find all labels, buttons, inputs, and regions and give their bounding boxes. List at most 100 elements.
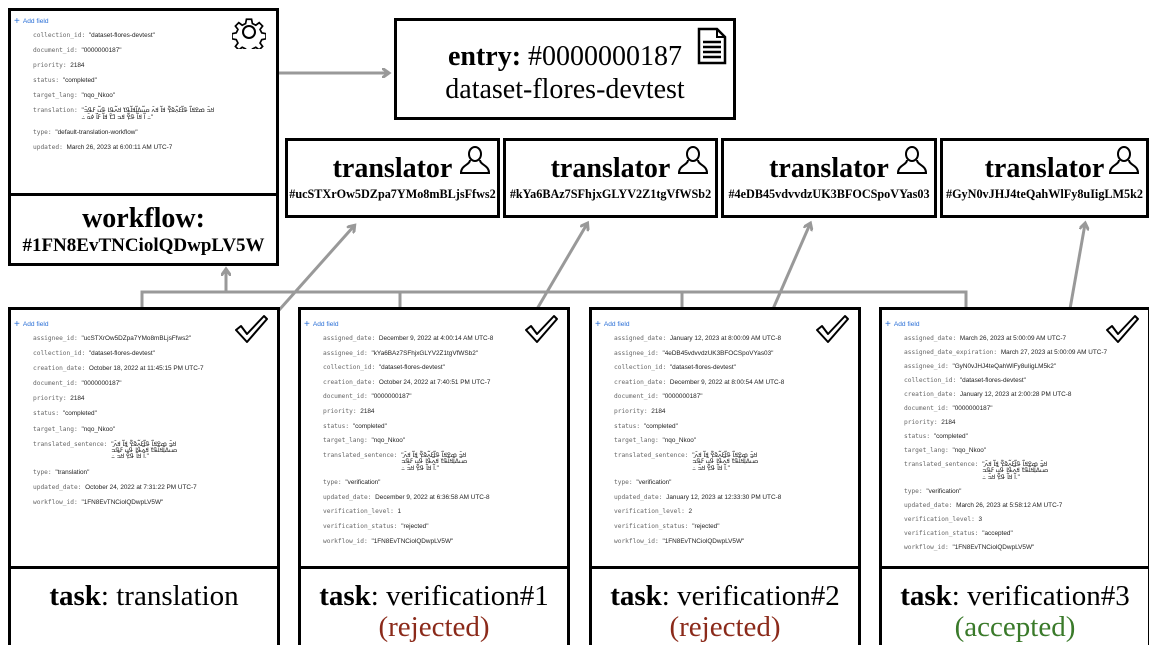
field-key: document_id — [33, 47, 74, 55]
field-row[interactable]: updated_date: December 9, 2022 at 6:36:5… — [323, 493, 490, 501]
field-row[interactable]: workflow_id: "1FN8EvTNCiolQDwpLV5W" — [904, 543, 1035, 551]
field-row[interactable]: translated_sentence: "ߞߏ߫ ߘߐߞߊ߬ ߟߊ߬ߓߍ߲߬ߢ… — [323, 451, 468, 472]
field-key: updated_date — [904, 501, 949, 509]
field-row[interactable]: priority: 2184 — [904, 419, 956, 426]
field-value: "dataset-flores-devtest" — [88, 350, 155, 358]
field-row[interactable]: type: "default-translation-workflow" — [33, 128, 138, 136]
field-row[interactable]: assignee_id: "4eDB45vdvvdzUK3BFOCSpoVYas… — [614, 349, 774, 357]
field-key: document_id — [614, 393, 655, 401]
add-field-button[interactable]: +Add field — [14, 319, 49, 330]
field-row[interactable]: target_lang: "nqo_Nkoo" — [614, 437, 697, 445]
add-field-button[interactable]: +Add field — [885, 319, 920, 330]
field-value: 1 — [397, 508, 402, 516]
field-row[interactable]: status: "completed" — [904, 433, 968, 440]
field-row[interactable]: assignee_id: "kYa6BAz7SFhjxGLYV2Z1tgVfWS… — [323, 349, 479, 357]
workflow-label-box: workflow: #1FN8EvTNCiolQDwpLV5W — [8, 193, 279, 266]
field-row[interactable]: creation_date: January 12, 2023 at 2:00:… — [904, 391, 1072, 398]
field-row[interactable]: target_lang: "nqo_Nkoo" — [904, 447, 987, 454]
field-key: target_lang — [33, 425, 74, 433]
field-row[interactable]: document_id: "0000000187" — [904, 405, 993, 412]
translator-label: translator — [550, 153, 671, 184]
field-row[interactable]: workflow_id: "1FN8EvTNCiolQDwpLV5W" — [323, 537, 454, 545]
field-value: "GyN0vJHJ4teQahWlFy8uIigLM5k2" — [952, 363, 1057, 370]
field-row[interactable]: assignee_id: "GyN0vJHJ4teQahWlFy8uIigLM5… — [904, 363, 1057, 370]
field-row[interactable]: creation_date: December 9, 2022 at 8:00:… — [614, 378, 785, 386]
field-row[interactable]: document_id: "0000000187" — [33, 47, 122, 55]
field-row[interactable]: assigned_date: December 9, 2022 at 4:00:… — [323, 335, 494, 342]
field-value: "ucSTXrOw5DZpa7YMo8mBLjsFfws2" — [81, 335, 192, 342]
field-row[interactable]: collection_id: "dataset-flores-devtest" — [904, 377, 1026, 384]
field-value: "dataset-flores-devtest" — [669, 364, 736, 372]
add-field-button[interactable]: +Add field — [595, 319, 630, 330]
field-value: "1FN8EvTNCiolQDwpLV5W" — [952, 543, 1035, 551]
field-value: March 26, 2023 at 5:00:09 AM UTC-7 — [959, 335, 1067, 342]
field-row[interactable]: workflow_id: "1FN8EvTNCiolQDwpLV5W" — [614, 537, 745, 545]
person-icon — [459, 146, 491, 174]
field-row[interactable]: priority: 2184 — [33, 395, 85, 403]
field-row[interactable]: status: "completed" — [33, 77, 97, 85]
field-row[interactable]: verification_level: 3 — [904, 515, 983, 523]
field-row[interactable]: collection_id: "dataset-flores-devtest" — [323, 364, 445, 372]
field-row[interactable]: updated: March 26, 2023 at 6:00:11 AM UT… — [33, 144, 173, 152]
field-row[interactable]: type: "verification" — [904, 487, 962, 495]
field-row[interactable]: collection_id: "dataset-flores-devtest" — [33, 32, 155, 39]
field-row[interactable]: assignee_id: "ucSTXrOw5DZpa7YMo8mBLjsFfw… — [33, 335, 192, 342]
field-value: March 27, 2023 at 5:00:09 AM UTC-7 — [1000, 349, 1108, 356]
task-status: (rejected) — [378, 611, 490, 643]
field-row[interactable]: creation_date: October 18, 2022 at 11:45… — [33, 365, 204, 373]
field-value: "completed" — [643, 422, 678, 430]
field-row[interactable]: verification_level: 2 — [614, 508, 693, 516]
field-value: "nqo_Nkoo" — [662, 437, 697, 445]
field-row[interactable]: creation_date: October 24, 2022 at 7:40:… — [323, 378, 491, 386]
field-row[interactable]: updated_date: March 26, 2023 at 5:58:12 … — [904, 501, 1063, 509]
field-row[interactable]: collection_id: "dataset-flores-devtest" — [33, 350, 155, 358]
field-row[interactable]: status: "completed" — [323, 422, 387, 430]
field-row[interactable]: translated_sentence: "ߞߏ߫ ߘߐߞߊ߬ ߟߊ߬ߓߍ߲߬ߢ… — [33, 440, 178, 461]
field-row[interactable]: type: "verification" — [614, 479, 672, 487]
field-key: document_id — [904, 405, 945, 412]
field-key: creation_date — [323, 378, 372, 386]
field-row[interactable]: assigned_date: January 12, 2023 at 8:00:… — [614, 335, 782, 342]
task-field-list: assigned_date: December 9, 2022 at 4:00:… — [301, 335, 567, 545]
field-row[interactable]: priority: 2184 — [614, 407, 666, 415]
add-field-button[interactable]: +Add field — [304, 319, 339, 330]
task-label-box: task: verification#3(accepted) — [879, 566, 1149, 645]
plus-icon: + — [595, 319, 601, 330]
add-field-button[interactable]: +Add field — [14, 16, 49, 27]
field-row[interactable]: status: "completed" — [614, 422, 678, 430]
task1-to-translator1-arrow — [270, 226, 354, 319]
field-row[interactable]: collection_id: "dataset-flores-devtest" — [614, 364, 736, 372]
field-row[interactable]: verification_status: "rejected" — [614, 522, 720, 530]
field-row[interactable]: priority: 2184 — [323, 407, 375, 415]
field-row[interactable]: document_id: "0000000187" — [33, 380, 122, 388]
field-row[interactable]: document_id: "0000000187" — [323, 393, 412, 401]
field-row[interactable]: translated_sentence: "ߞߏ߫ ߘߐߞߊ߬ ߟߊ߬ߓߍ߲߬ߢ… — [904, 461, 1049, 481]
field-value: 3 — [978, 515, 983, 523]
field-row[interactable]: translated_sentence: "ߞߏ߫ ߘߐߞߊ߬ ߟߊ߬ߓߍ߲߬ߢ… — [614, 451, 759, 472]
task-document-card: +Add field assigned_date: December 9, 202… — [298, 307, 570, 569]
field-row[interactable]: workflow_id: "1FN8EvTNCiolQDwpLV5W" — [33, 498, 164, 506]
field-row[interactable]: type: "verification" — [323, 479, 381, 487]
field-key: verification_status — [323, 522, 394, 530]
field-row[interactable]: priority: 2184 — [33, 62, 85, 70]
field-row[interactable]: verification_level: 1 — [323, 508, 402, 516]
field-row[interactable]: verification_status: "rejected" — [323, 522, 429, 530]
field-row[interactable]: updated_date: October 24, 2022 at 7:31:2… — [33, 483, 197, 491]
task-field-list: assigned_date: January 12, 2023 at 8:00:… — [592, 335, 858, 545]
field-row[interactable]: document_id: "0000000187" — [614, 393, 703, 401]
gear-icon — [232, 18, 266, 49]
field-row[interactable]: target_lang: "nqo_Nkoo" — [33, 425, 116, 433]
field-row[interactable]: verification_status: "accepted" — [904, 529, 1013, 537]
field-row[interactable]: target_lang: "nqo_Nkoo" — [33, 92, 116, 100]
field-row[interactable]: type: "translation" — [33, 468, 90, 476]
field-row[interactable]: updated_date: January 12, 2023 at 12:33:… — [614, 493, 782, 501]
field-key: type — [904, 487, 919, 495]
field-row[interactable]: assigned_date_expiration: March 27, 2023… — [904, 349, 1108, 356]
field-row[interactable]: assigned_date: March 26, 2023 at 5:00:09… — [904, 335, 1067, 342]
field-row[interactable]: target_lang: "nqo_Nkoo" — [323, 437, 406, 445]
field-key: type — [33, 468, 48, 476]
field-row[interactable]: translation: "ߞߏ߫ ߘߐߞߊ߬ ߟߊ߬ߓߍ߲߬ߢߐ߲߰ ߞߊ߬ … — [33, 107, 215, 121]
field-value: "ߞߏ߫ ߘߐߞߊ߬ ߟߊ߬ߓߍ߲߬ߢߐ߲߰ ߞߊ߬ ߞߍ߫ ߛߎ߬ߡߊ߲߬ߞߊ… — [111, 440, 178, 461]
field-row[interactable]: status: "completed" — [33, 410, 97, 418]
